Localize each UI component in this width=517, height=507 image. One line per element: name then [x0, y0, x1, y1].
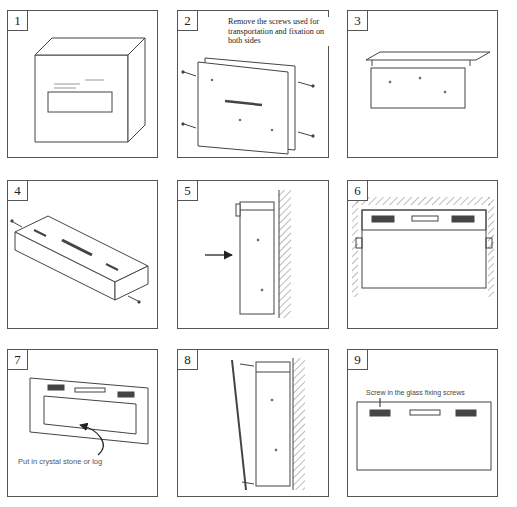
- wall-front-view: [352, 197, 494, 297]
- glass-panel: [366, 52, 490, 108]
- step-number: 7: [8, 350, 28, 370]
- fireplace-unit: [30, 378, 148, 455]
- wall-mounting: [205, 190, 291, 318]
- step-number: 4: [8, 181, 28, 201]
- step-number: 2: [178, 11, 198, 31]
- step-panel: 8: [177, 349, 329, 497]
- step-number: 6: [348, 181, 368, 201]
- instruction-note: Put in crystal stone or log: [18, 457, 138, 466]
- step-panel: 7Put in crystal stone or log: [7, 349, 158, 497]
- instruction-note: Remove the screws used for transportatio…: [228, 17, 330, 46]
- fireplace-unit: [357, 398, 491, 470]
- step-number: 8: [178, 350, 198, 370]
- step-number: 1: [8, 11, 28, 31]
- step-number: 3: [348, 11, 368, 31]
- step-panel: 2 Remove the screws used for transportati…: [177, 10, 329, 158]
- step-panel: 9Screw in the glass fixing screws: [347, 349, 498, 497]
- step-panel: 3: [347, 10, 498, 158]
- glass-fitting: [232, 358, 305, 490]
- carton-box: [35, 38, 145, 142]
- step-panel: 1: [7, 10, 158, 158]
- fireplace-unit: [182, 58, 314, 154]
- step-panel: 5: [177, 180, 329, 329]
- instruction-note: Screw in the glass fixing screws: [366, 389, 491, 397]
- step-panel: 4: [7, 180, 158, 329]
- step-panel: 6: [347, 180, 498, 329]
- fireplace-unit: [11, 216, 148, 303]
- step-number: 9: [348, 350, 368, 370]
- step-number: 5: [178, 181, 198, 201]
